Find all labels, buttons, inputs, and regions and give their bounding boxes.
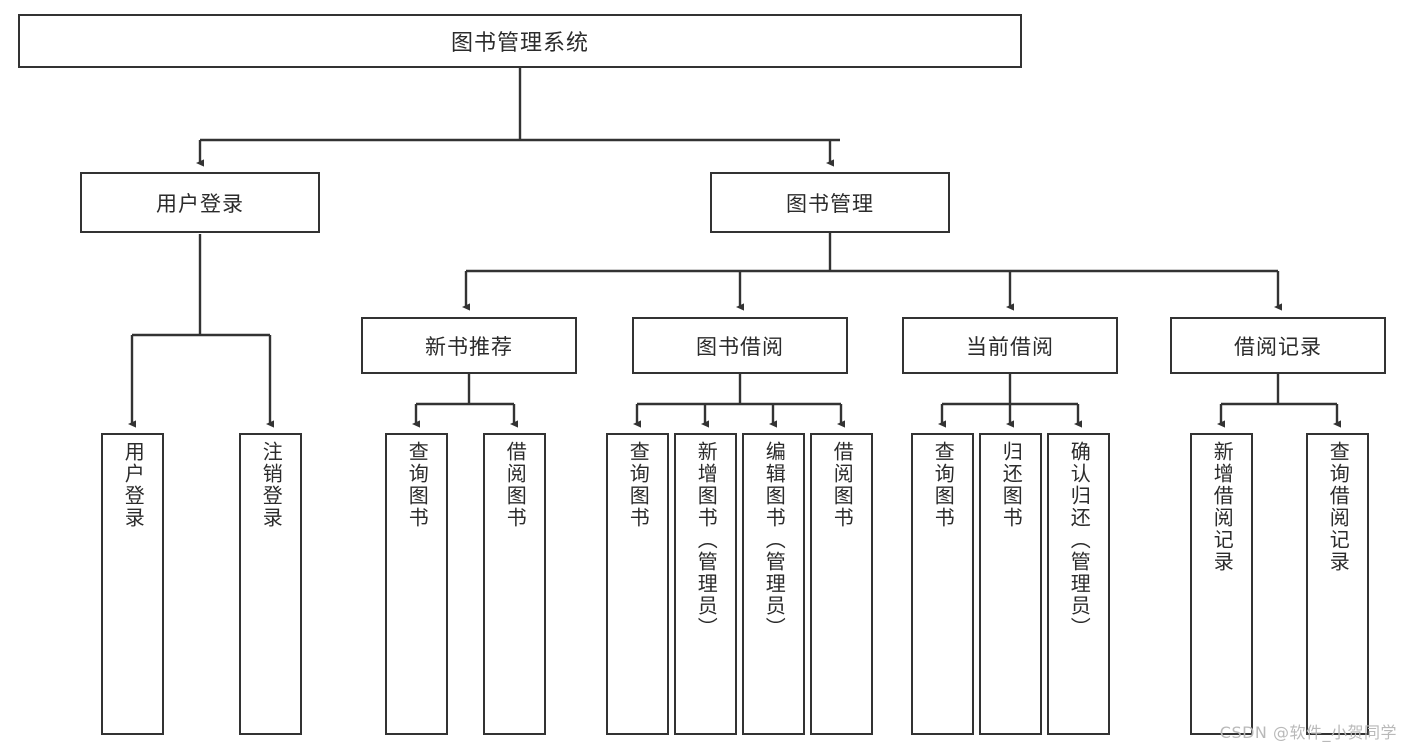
leaf-label: 新增图书（管理员） [694,441,719,639]
node-label: 图书借阅 [696,334,784,359]
leaf-label: 注销登录 [259,441,284,529]
node-root-book-management-system[interactable]: 图书管理系统 [18,14,1022,68]
node-label: 用户登录 [156,191,244,216]
node-book-management[interactable]: 图书管理 [710,172,950,233]
node-borrowing-records[interactable]: 借阅记录 [1170,317,1386,374]
leaf-book-borrow-borrow[interactable]: 借阅图书 [810,433,873,735]
leaf-user-login-login[interactable]: 用户登录 [101,433,164,735]
leaf-label: 确认归还（管理员） [1067,441,1092,639]
node-label: 当前借阅 [966,334,1054,359]
leaf-borrow-record-add[interactable]: 新增借阅记录 [1190,433,1253,735]
leaf-label: 新增借阅记录 [1210,441,1235,573]
leaf-new-book-borrow[interactable]: 借阅图书 [483,433,546,735]
leaf-label: 查询图书 [931,441,956,529]
leaf-book-borrow-add[interactable]: 新增图书（管理员） [674,433,737,735]
leaf-current-borrow-confirm-return[interactable]: 确认归还（管理员） [1047,433,1110,735]
leaf-new-book-query[interactable]: 查询图书 [385,433,448,735]
leaf-current-borrow-return[interactable]: 归还图书 [979,433,1042,735]
leaf-book-borrow-edit[interactable]: 编辑图书（管理员） [742,433,805,735]
leaf-book-borrow-query[interactable]: 查询图书 [606,433,669,735]
leaf-label: 用户登录 [121,441,146,529]
leaf-label: 查询借阅记录 [1326,441,1351,573]
leaf-label: 归还图书 [999,441,1024,529]
node-label: 图书管理系统 [450,31,589,56]
node-book-borrowing[interactable]: 图书借阅 [632,317,848,374]
leaf-user-login-logout[interactable]: 注销登录 [239,433,302,735]
node-label: 新书推荐 [425,334,513,359]
leaf-label: 编辑图书（管理员） [762,441,787,639]
leaf-label: 查询图书 [626,441,651,529]
node-label: 借阅记录 [1234,334,1322,359]
watermark-text: CSDN @软件_小贺同学 [1219,723,1397,742]
node-label: 图书管理 [786,191,874,216]
leaf-borrow-record-query[interactable]: 查询借阅记录 [1306,433,1369,735]
node-user-login[interactable]: 用户登录 [80,172,320,233]
leaf-label: 借阅图书 [503,441,528,529]
node-current-borrowing[interactable]: 当前借阅 [902,317,1118,374]
leaf-label: 借阅图书 [830,441,855,529]
leaf-label: 查询图书 [405,441,430,529]
leaf-current-borrow-query[interactable]: 查询图书 [911,433,974,735]
node-new-book-recommendation[interactable]: 新书推荐 [361,317,577,374]
